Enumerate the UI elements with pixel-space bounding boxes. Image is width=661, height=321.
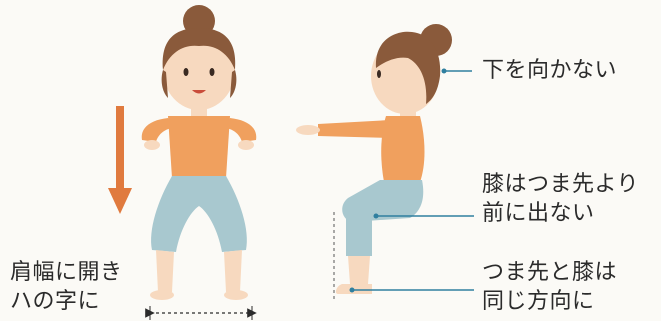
shoulder-width-indicator [150,306,252,320]
head-label: 下を向かない [482,56,617,85]
front-label-line2: ハの字に [10,287,100,316]
downward-arrow-icon [108,106,132,214]
front-label-line1: 肩幅に開き [10,258,123,287]
knee-label-line1: 膝はつま先より [482,170,639,199]
front-view-figure [142,5,257,300]
side-view-figure [296,24,452,300]
foot-label-line2: 同じ方向に [482,287,595,316]
foot-label-line1: つま先と膝は [482,258,617,287]
knee-label-line2: 前に出ない [482,199,595,228]
